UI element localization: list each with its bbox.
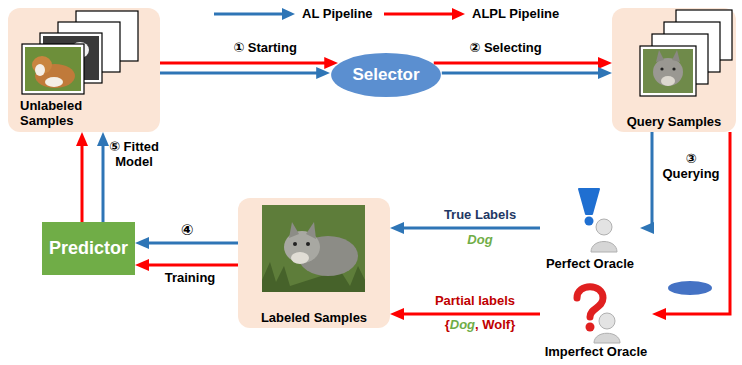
edge-label-slot: ⑤ Fitted Model	[108, 140, 160, 170]
photo-background	[262, 205, 365, 292]
wolf-eye	[306, 242, 310, 246]
wolf-photo	[672, 67, 675, 70]
wolf-photo	[262, 205, 365, 292]
wolf-photo	[643, 49, 693, 93]
set-text: {	[445, 317, 450, 332]
dog-photo	[45, 77, 63, 87]
legend-text: AL Pipeline	[302, 7, 373, 22]
set-text: , Wolf}	[475, 317, 515, 332]
wolf-photo	[653, 58, 683, 86]
dog-photo	[35, 64, 75, 88]
wolf-ear	[306, 222, 316, 239]
edge-label-slot: ④	[170, 221, 204, 238]
arrow-head	[452, 8, 465, 20]
sample-panel: Unlabeled Samples	[8, 8, 160, 132]
person-body	[594, 333, 620, 343]
ellipse-shape	[331, 53, 441, 97]
legend-line	[214, 13, 284, 16]
flow-arrow	[81, 138, 84, 222]
node-label: Query Samples	[627, 115, 722, 130]
image-stack	[22, 11, 138, 94]
legend-item: AL Pipeline	[212, 4, 373, 24]
flow-arrow	[141, 264, 238, 267]
wolf-eye	[293, 242, 297, 246]
image-stack	[640, 10, 732, 96]
photo-card	[640, 46, 696, 96]
flow-arrow	[396, 313, 540, 316]
legend-line	[384, 13, 454, 16]
wolf-photo	[661, 76, 675, 86]
panel-ground	[8, 8, 160, 132]
edge-label: ④	[170, 221, 204, 238]
legend-line-sample	[212, 4, 296, 24]
stray-blob	[668, 281, 712, 295]
flow-arrow	[434, 62, 606, 65]
predictor-box: Predictor	[42, 222, 135, 275]
flow-arrow	[102, 138, 105, 222]
node-label: Selector	[352, 65, 419, 85]
edge-label: ① Starting	[205, 41, 325, 56]
node-label: Perfect Oracle	[546, 257, 634, 272]
oracle-node: Perfect Oracle	[540, 185, 640, 274]
label-slot: Dog	[440, 233, 520, 248]
node-label: Predictor	[49, 238, 128, 259]
person-head	[596, 219, 612, 235]
legend-text: ALPL Pipeline	[472, 7, 559, 22]
edge-label-slot: ① Starting	[205, 41, 325, 56]
edge-label: ③ Querying	[657, 152, 725, 182]
photo-card	[22, 44, 84, 94]
class-name: Dog	[440, 233, 520, 248]
oracle-node: Imperfect Oracle	[540, 282, 652, 362]
candidate-set: {Dog, Wolf}	[420, 318, 540, 333]
wolf-photo	[656, 50, 664, 62]
panel-ground	[612, 8, 736, 132]
edge-label: ② Selecting	[448, 41, 563, 56]
wolf-photo	[660, 67, 663, 70]
legend-line-sample	[382, 4, 466, 24]
exclamation-mark	[579, 189, 599, 214]
person-body	[591, 242, 617, 253]
panel-ground	[238, 198, 390, 328]
wolf-ear	[289, 222, 299, 238]
arrow-head	[282, 8, 295, 20]
wolf-muzzle	[291, 252, 309, 264]
edge-label-slot: ③ Querying	[657, 152, 725, 182]
dog-photo	[25, 47, 81, 91]
flow-arrow	[160, 72, 324, 75]
label-slot: {Dog, Wolf}	[420, 318, 540, 333]
edge-label-slot: Training	[152, 271, 228, 286]
flow-arrow	[160, 62, 332, 65]
sample-panel: Labeled Samples	[238, 198, 390, 328]
person-head	[599, 313, 615, 329]
oracle-figure	[577, 287, 620, 343]
edge-label-slot: Partial labels	[415, 294, 535, 309]
flow-arrow	[442, 72, 606, 75]
oracle-figure	[579, 189, 617, 252]
question-mark	[586, 323, 595, 332]
node-label: Unlabeled Samples	[20, 99, 112, 129]
legend-item: ALPL Pipeline	[382, 4, 559, 24]
wolf-photo	[672, 50, 680, 62]
question-mark	[577, 287, 603, 317]
node-label: Imperfect Oracle	[545, 345, 648, 360]
flow-arrow	[141, 242, 238, 245]
edge-label-slot: True Labels	[425, 208, 535, 223]
node-label: Labeled Samples	[261, 311, 367, 326]
flow-arrow	[646, 132, 652, 228]
edge-label: Training	[152, 271, 228, 286]
selector-ellipse: Selector	[330, 52, 442, 98]
dog-photo	[35, 64, 45, 76]
class-name: Dog	[450, 317, 475, 332]
exclamation-mark	[585, 217, 594, 226]
sample-panel: Query Samples	[612, 8, 736, 132]
flow-arrow	[396, 227, 540, 230]
flow-arrow	[658, 132, 730, 314]
edge-label-slot: ② Selecting	[448, 41, 563, 56]
edge-label: True Labels	[425, 208, 535, 223]
edge-label: ⑤ Fitted Model	[108, 140, 160, 170]
edge-label: Partial labels	[415, 294, 535, 309]
panel-grounds	[8, 8, 736, 328]
